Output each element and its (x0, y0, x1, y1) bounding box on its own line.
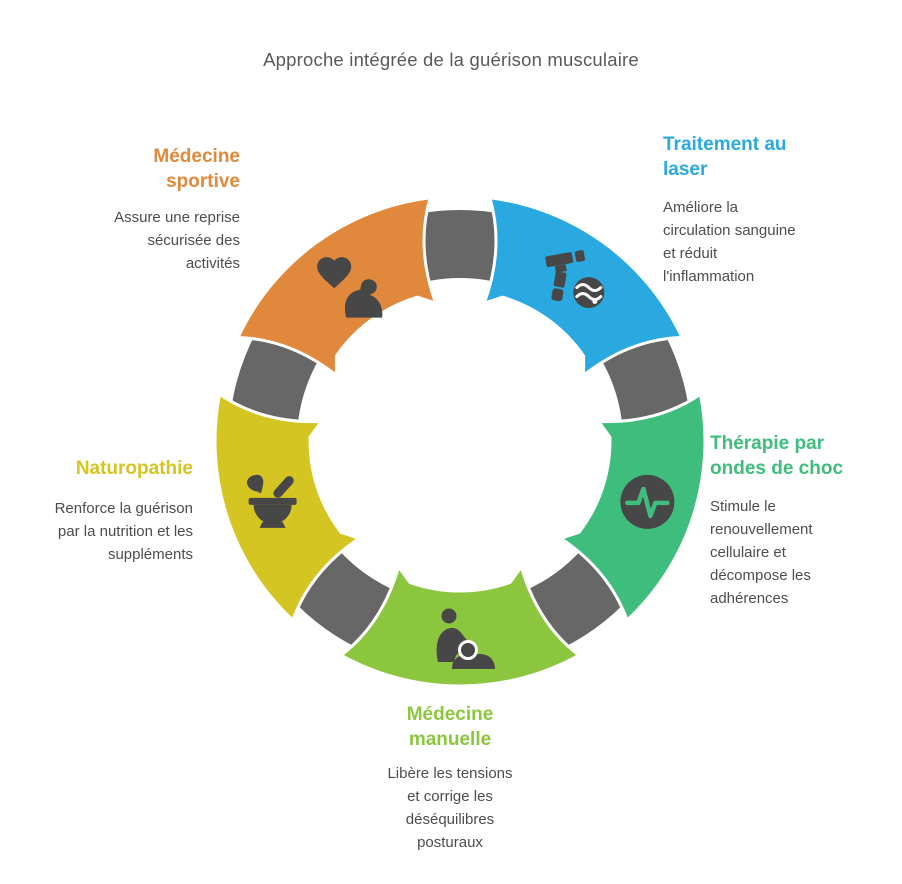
segment-description-laser: Améliore la circulation sanguine et rédu… (663, 199, 796, 285)
segment-description-sport: Assure une reprise sécurisée des activit… (114, 209, 240, 272)
segment-label-naturo: Naturopathie (75, 458, 193, 479)
segment-description-shock: Stimule le renouvellement cellulaire et … (710, 498, 813, 607)
segment-label-manual: Médecine manuelle (406, 704, 494, 750)
segment-description-naturo: Renforce la guérison par la nutrition et… (54, 500, 193, 563)
segment-label-sport: Médecine sportive (153, 146, 240, 192)
segment-description-manual: Libère les tensions et corrige les déséq… (387, 765, 513, 851)
diagram-title: Approche intégrée de la guérison muscula… (263, 49, 639, 70)
segment-label-shock: Thérapie par ondes de choc (710, 433, 844, 479)
pulse-wave-icon (620, 475, 674, 529)
wedge-manual (338, 563, 582, 688)
segment-label-laser: Traitement au laser (663, 134, 787, 180)
wedge-sport (235, 196, 439, 379)
